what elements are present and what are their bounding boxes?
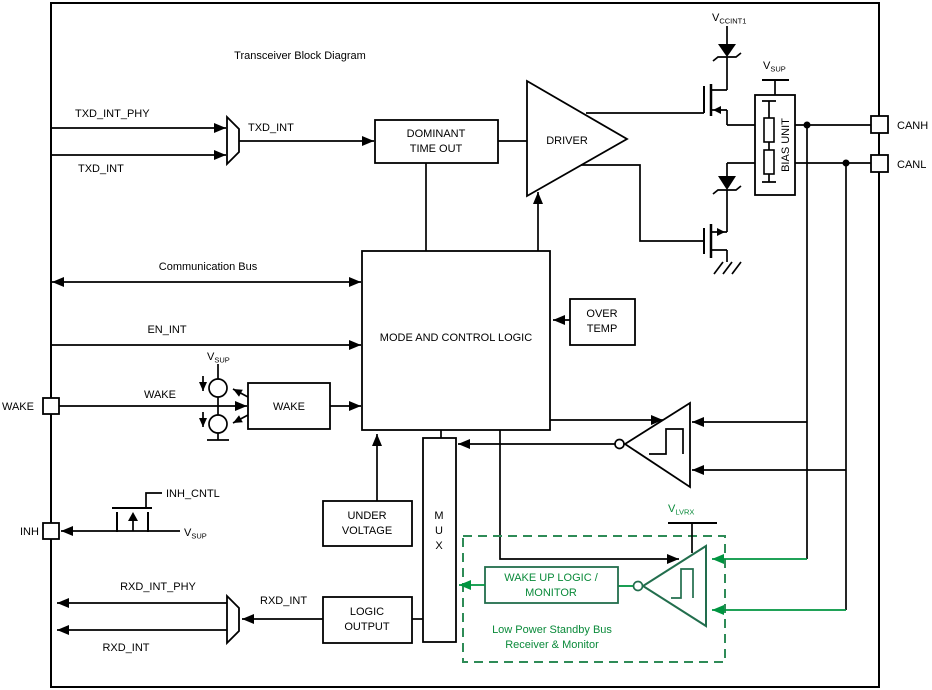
- logic-output-label2: OUTPUT: [344, 621, 390, 633]
- rxd-section: RXD_INT_PHY RXD_INT: [57, 581, 240, 654]
- bias-internal-wires: [762, 100, 776, 183]
- rxd-int-phy-label: RXD_INT_PHY: [120, 581, 196, 593]
- vsup-top-label: VSUP: [763, 60, 786, 74]
- canh-terminal: [870, 115, 889, 134]
- wake-section: WAKE WAKE VSUP WAKE: [2, 351, 361, 441]
- txd-mux-symbol: [226, 114, 240, 167]
- logic-output-label1: LOGIC: [350, 606, 384, 618]
- standby-dashed-frame: [462, 535, 726, 663]
- receiver-inverter-bubble: [614, 438, 625, 450]
- wake-block-label: WAKE: [273, 401, 305, 413]
- standby-receiver-section: VLVRX WAKE UP LOGIC / MONITOR Low Power …: [459, 503, 846, 663]
- communication-bus-label: Communication Bus: [159, 261, 258, 273]
- inh-cntl-label: INH_CNTL: [166, 488, 220, 500]
- bias-resistor-1: [763, 117, 775, 143]
- canl-terminal: [870, 154, 889, 173]
- txd-section: TXD_INT_PHY TXD_INT TXD_INT: [51, 108, 374, 175]
- over-temp-label2: TEMP: [587, 323, 618, 335]
- txd-int-label: TXD_INT: [78, 163, 124, 175]
- under-voltage-label2: VOLTAGE: [342, 525, 392, 537]
- current-source-2-icon: [208, 414, 228, 434]
- high-side-output-stage: VCCINT1: [586, 12, 755, 126]
- diode-low-wire: [726, 162, 755, 176]
- inh-section: INH INH_CNTL VSUP: [20, 488, 220, 541]
- wake-block: [247, 382, 331, 430]
- driver-amplifier: [526, 79, 629, 198]
- nmos-low-arrow-icon: [717, 228, 725, 236]
- inh-cntl-wire: [145, 492, 162, 508]
- wake-terminal-label: WAKE: [2, 401, 34, 413]
- wake-terminal: [42, 397, 60, 415]
- vccint1-label: VCCINT1: [712, 12, 746, 26]
- current-source-1-icon: [208, 378, 228, 398]
- canl-label: CANL: [897, 159, 926, 171]
- vsup-wake-label: VSUP: [207, 351, 230, 365]
- standby-inverter-bubble: [632, 580, 644, 592]
- bias-unit-block: [754, 94, 796, 196]
- schmitt-trigger-icon: [649, 428, 684, 455]
- mode-control-logic-block: [361, 250, 551, 431]
- mode-control-logic-label: MODE AND CONTROL LOGIC: [380, 332, 532, 344]
- en-int-label: EN_INT: [147, 324, 186, 336]
- bias-resistor-2: [763, 149, 775, 175]
- bias-unit-label: BIAS UNIT: [780, 118, 792, 172]
- inh-fet-arrow-icon: [128, 512, 138, 521]
- nmos-low-wires: [711, 190, 728, 262]
- main-receiver-section: [458, 401, 846, 564]
- low-side-output-stage: [581, 162, 755, 275]
- mux-label-u: U: [435, 525, 443, 537]
- dominant-time-out-block: [374, 119, 499, 164]
- standby-schmitt-trigger-icon: [671, 568, 694, 599]
- standby-caption-line1: Low Power Standby Bus: [492, 624, 612, 636]
- bus-receiver-amplifier: [623, 401, 691, 489]
- under-voltage-label1: UNDER: [347, 510, 386, 522]
- over-temp-block: [569, 298, 636, 346]
- driver-label: DRIVER: [546, 135, 588, 147]
- mux-label-x: X: [435, 540, 443, 552]
- rxd-int-mid-label: RXD_INT: [260, 595, 307, 607]
- txd-int-phy-label: TXD_INT_PHY: [75, 108, 150, 120]
- inh-fet-bars: [116, 512, 149, 532]
- mode-standby-enable-wire: [499, 430, 679, 564]
- wake-up-logic-block: [484, 566, 619, 604]
- rxd-int-label: RXD_INT: [102, 642, 149, 654]
- vsup-inh-label: VSUP: [184, 527, 207, 541]
- ground-icon: [713, 261, 742, 275]
- wake-up-logic-label1: WAKE UP LOGIC /: [504, 572, 598, 584]
- under-voltage-block: [322, 500, 413, 547]
- page-title: Transceiver Block Diagram: [234, 50, 366, 62]
- inh-terminal: [42, 522, 60, 540]
- logic-output-block: [322, 596, 413, 644]
- rxd-mux-symbol: [226, 593, 240, 646]
- diode-low-bar: [712, 185, 742, 195]
- pmos-high-arrow-icon: [713, 106, 721, 114]
- mux-label-m: M: [434, 510, 443, 522]
- pmos-high-wires: [711, 57, 755, 126]
- vlvrx-label: VLVRX: [668, 503, 694, 517]
- bias-unit-section: VSUP BIAS UNIT CANH CANL: [754, 60, 928, 196]
- dominant-time-out-label2: TIME OUT: [410, 143, 463, 155]
- txd-int-mid-label: TXD_INT: [248, 122, 294, 134]
- wake-ctrl-arrow-2: [232, 414, 249, 424]
- wake-up-logic-label2: MONITOR: [525, 587, 577, 599]
- over-temp-label1: OVER: [586, 308, 617, 320]
- inh-terminal-label: INH: [20, 526, 39, 538]
- wake-line-label: WAKE: [144, 389, 176, 401]
- canh-label: CANH: [897, 120, 928, 132]
- current-source-chain: [207, 364, 229, 441]
- dominant-time-out-label1: DOMINANT: [407, 128, 466, 140]
- wake-ctrl-arrow-1: [232, 388, 249, 398]
- standby-receiver-amplifier: [641, 544, 707, 628]
- mux-block: [422, 437, 457, 643]
- diode-low-icon: [718, 176, 736, 190]
- driver-low-gate-wire: [581, 164, 704, 242]
- standby-caption-line2: Receiver & Monitor: [505, 639, 599, 651]
- diode-high-icon: [718, 44, 736, 57]
